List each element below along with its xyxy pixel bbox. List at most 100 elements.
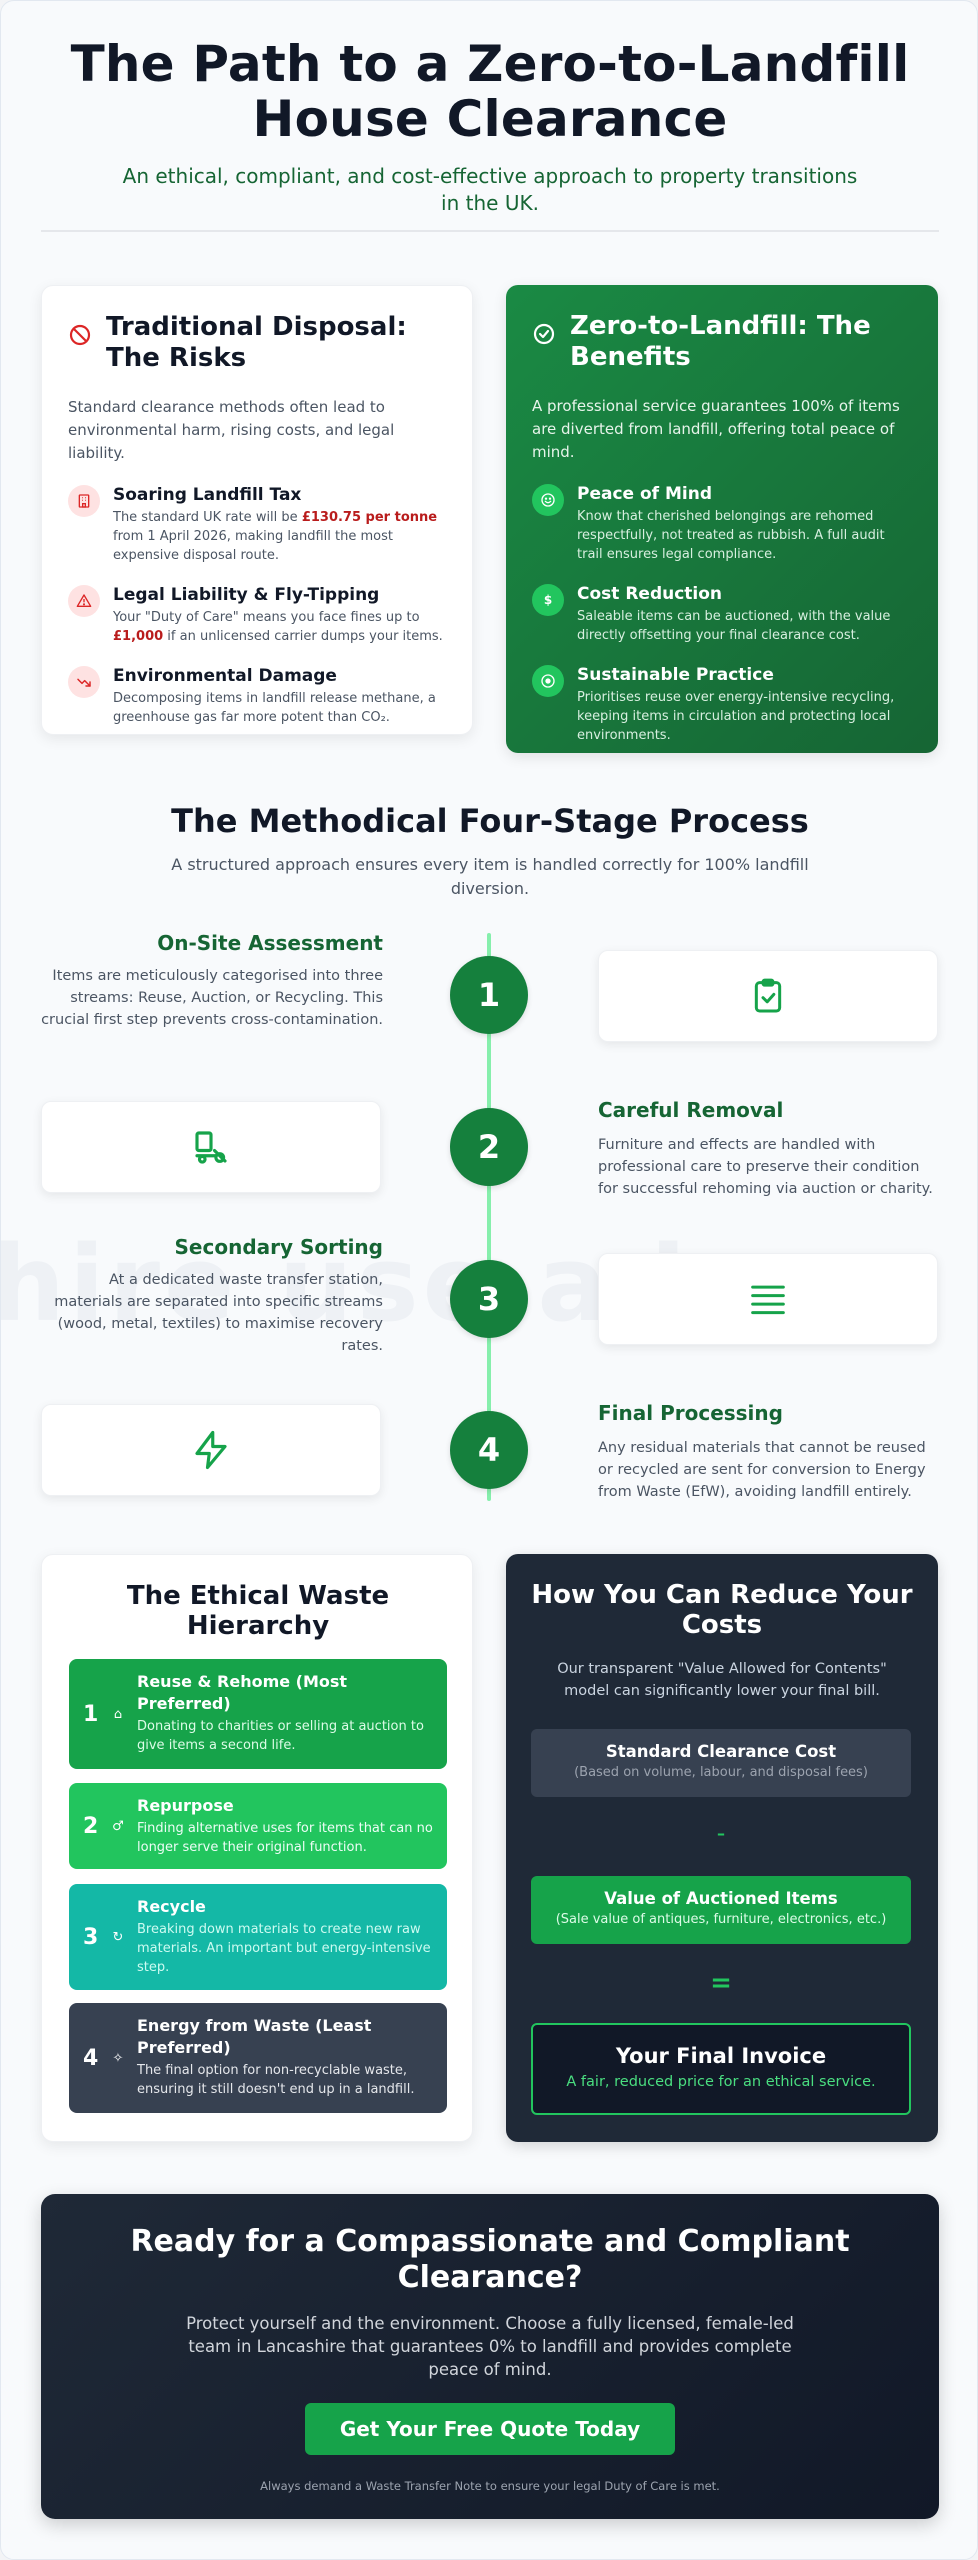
benefit-item: $ Cost Reduction Saleable items can be a…	[532, 584, 912, 645]
risk-item: Legal Liability & Fly-Tipping Your "Duty…	[68, 585, 446, 646]
benefit-item: Sustainable Practice Prioritises reuse o…	[532, 665, 912, 745]
minus-sign: –	[717, 1824, 725, 1843]
timeline-line	[487, 933, 491, 1501]
risk-title: Soaring Landfill Tax	[113, 485, 302, 505]
recycle-icon: ↻	[112, 1929, 124, 1945]
step-1-number: 1	[450, 956, 528, 1034]
dollar-icon: $	[532, 584, 564, 616]
benefit-title: Peace of Mind	[577, 484, 712, 504]
risks-intro: Standard clearance methods often lead to…	[68, 398, 395, 462]
free-quote-button[interactable]: Get Your Free Quote Today	[305, 2403, 675, 2455]
tier-title: Reuse & Rehome (Most Preferred)	[137, 1672, 348, 1713]
step-title: On-Site Assessment	[157, 931, 383, 955]
page-subtitle: An ethical, compliant, and cost-effectiv…	[122, 164, 858, 215]
hierarchy-tier-3: 3 ↻ Recycle Breaking down materials to c…	[69, 1884, 447, 1990]
cta-title: Ready for a Compassionate and Compliant …	[130, 2224, 850, 2295]
costs-intro: Our transparent "Value Allowed for Conte…	[557, 1661, 887, 1699]
cta-text: Protect yourself and the environment. Ch…	[186, 2314, 794, 2379]
step-1-text: On-Site Assessment Items are meticulousl…	[41, 931, 383, 1031]
smile-icon	[532, 484, 564, 516]
step-description: At a dedicated waste transfer station, m…	[54, 1272, 383, 1354]
hierarchy-tier-2: 2 ♂ Repurpose Finding alternative uses f…	[69, 1783, 447, 1869]
benefits-card: Zero-to-Landfill: The Benefits A profess…	[506, 285, 938, 753]
repurpose-icon: ♂	[112, 1818, 124, 1834]
step-4-text: Final Processing Any residual materials …	[598, 1401, 940, 1503]
auction-value-sub: (Sale value of antiques, furniture, elec…	[555, 1912, 887, 1927]
step-4-number: 4	[450, 1411, 528, 1489]
list-icon	[751, 1285, 785, 1315]
auction-value-box: Value of Auctioned Items (Sale value of …	[531, 1876, 911, 1944]
hierarchy-title: The Ethical Waste Hierarchy	[126, 1581, 390, 1641]
step-1-icon-card	[598, 950, 938, 1042]
step-title: Final Processing	[598, 1401, 783, 1425]
risks-card: Traditional Disposal: The Risks Standard…	[41, 285, 473, 735]
tier-title: Repurpose	[137, 1796, 234, 1815]
trend-down-icon	[68, 666, 100, 698]
tier-text: Finding alternative uses for items that …	[137, 1821, 433, 1855]
step-4-icon-card	[41, 1404, 381, 1496]
step-2-number: 2	[450, 1108, 528, 1186]
recycle-icon	[532, 665, 564, 697]
step-3-number: 3	[450, 1260, 528, 1338]
warning-icon	[68, 585, 100, 617]
step-title: Careful Removal	[598, 1098, 784, 1122]
spark-icon: ✧	[112, 2050, 124, 2066]
benefits-title: Zero-to-Landfill: The Benefits	[570, 311, 871, 372]
step-2-text: Careful Removal Furniture and effects ar…	[598, 1098, 940, 1200]
final-invoice-title: Your Final Invoice	[615, 2044, 827, 2068]
benefit-title: Cost Reduction	[577, 584, 723, 604]
step-title: Secondary Sorting	[174, 1235, 383, 1259]
cta-section: Ready for a Compassionate and Compliant …	[41, 2194, 939, 2519]
step-3-text: Secondary Sorting At a dedicated waste t…	[41, 1235, 383, 1357]
risk-item: Soaring Landfill Tax The standard UK rat…	[68, 485, 446, 565]
gift-icon: ⌂	[113, 1706, 123, 1722]
truck-icon	[195, 1131, 227, 1164]
benefit-text: Saleable items can be auctioned, with th…	[577, 609, 891, 643]
lightning-icon	[195, 1430, 227, 1470]
final-invoice-box: Your Final Invoice A fair, reduced price…	[531, 2023, 911, 2115]
standard-cost-sub: (Based on volume, labour, and disposal f…	[574, 1765, 868, 1780]
standard-cost-title: Standard Clearance Cost	[605, 1742, 837, 1761]
risk-item: Environmental Damage Decomposing items i…	[68, 666, 446, 727]
clipboard-check-icon	[754, 978, 782, 1013]
ban-icon	[69, 324, 91, 346]
process-subtitle: A structured approach ensures every item…	[171, 855, 809, 898]
tier-text: Donating to charities or selling at auct…	[137, 1719, 424, 1753]
step-description: Furniture and effects are handled with p…	[598, 1137, 933, 1197]
auction-value-title: Value of Auctioned Items	[604, 1889, 838, 1908]
tier-title: Recycle	[137, 1897, 206, 1916]
step-3-icon-card	[598, 1253, 938, 1345]
tier-text: The final option for non-recyclable wast…	[137, 2063, 415, 2097]
watermark-text: hire use ad	[0, 1223, 691, 1345]
hero: The Path to a Zero-to-Landfill House Cle…	[41, 37, 939, 217]
risk-title: Environmental Damage	[113, 666, 337, 686]
final-invoice-sub: A fair, reduced price for an ethical ser…	[566, 2074, 876, 2090]
standard-cost-box: Standard Clearance Cost (Based on volume…	[531, 1729, 911, 1797]
building-icon	[68, 485, 100, 517]
cta-note: Always demand a Waste Transfer Note to e…	[260, 2479, 720, 2493]
risk-text: The standard UK rate will be £130.75 per…	[113, 510, 438, 563]
hierarchy-tier-4: 4 ✧ Energy from Waste (Least Preferred) …	[69, 2003, 447, 2113]
equals-sign: =	[710, 1968, 732, 1998]
hierarchy-tier-1: 1 ⌂ Reuse & Rehome (Most Preferred) Dona…	[69, 1659, 447, 1769]
benefit-text: Prioritises reuse over energy-intensive …	[577, 690, 895, 743]
check-circle-icon	[533, 323, 555, 345]
title-line-2: House Clearance	[252, 90, 728, 148]
hierarchy-card: The Ethical Waste Hierarchy 1 ⌂ Reuse & …	[41, 1554, 473, 2142]
process-header: The Methodical Four-Stage Process A stru…	[41, 801, 939, 901]
page-title: The Path to a Zero-to-Landfill House Cle…	[41, 37, 939, 147]
title-line-1: The Path to a Zero-to-Landfill	[70, 35, 910, 93]
benefits-intro: A professional service guarantees 100% o…	[532, 397, 900, 461]
tier-title: Energy from Waste (Least Preferred)	[137, 2016, 372, 2057]
costs-card: How You Can Reduce Your Costs Our transp…	[506, 1554, 938, 2142]
step-description: Items are meticulously categorised into …	[41, 968, 383, 1028]
benefit-title: Sustainable Practice	[577, 665, 774, 685]
risks-title: Traditional Disposal: The Risks	[106, 312, 407, 373]
fine-amount: £1,000	[113, 629, 164, 644]
landfill-tax-rate: £130.75 per tonne	[301, 510, 438, 525]
risk-text: Decomposing items in landfill release me…	[113, 691, 436, 725]
benefit-item: Peace of Mind Know that cherished belong…	[532, 484, 912, 564]
step-2-icon-card	[41, 1101, 381, 1193]
risk-title: Legal Liability & Fly-Tipping	[113, 585, 380, 605]
